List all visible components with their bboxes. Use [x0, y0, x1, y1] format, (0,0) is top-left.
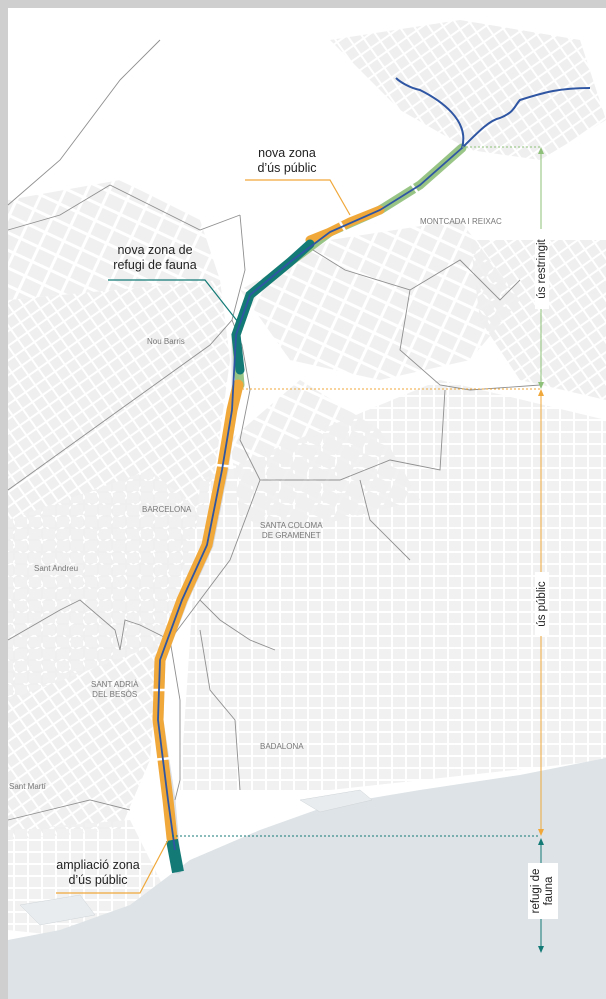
district-sant-marti: Sant Martí — [9, 782, 46, 791]
urban-fabric — [8, 20, 606, 940]
district-sant-adria: SANT ADRIÀ DEL BESÒS — [91, 680, 138, 700]
river-besos — [157, 147, 463, 851]
district-line-2: DE GRAMENET — [261, 531, 321, 540]
legend-line-2: fauna — [543, 876, 555, 906]
fauna-refuge-south — [166, 838, 184, 874]
callout-new-fauna-refuge: nova zona de refugi de fauna — [100, 243, 210, 273]
callout-line-1: nova zona de — [117, 243, 193, 257]
district-line-2: DEL BESÒS — [92, 690, 138, 699]
callout-line-2: refugi de fauna — [113, 258, 197, 272]
district-line-1: SANT ADRIÀ — [91, 680, 139, 689]
callout-line-1: nova zona — [258, 146, 316, 160]
callout-line-2: d’ús públic — [68, 873, 128, 887]
district-nou-barris: Nou Barris — [147, 337, 185, 346]
district-barcelona: BARCELONA — [142, 505, 192, 514]
callout-new-public-zone: nova zona d’ús públic — [244, 146, 330, 176]
callout-lines — [56, 179, 351, 894]
zone-dividers — [172, 146, 540, 837]
legend-public-use: ús públic — [535, 572, 549, 636]
municipal-boundaries — [7, 39, 541, 821]
district-santa-coloma: SANTA COLOMA DE GRAMENET — [260, 521, 323, 541]
callout-line-1: ampliació zona — [56, 858, 140, 872]
river-congost — [461, 87, 591, 149]
district-badalona: BADALONA — [260, 742, 304, 751]
legend-fauna-refuge: refugi de fauna — [528, 863, 558, 919]
river-ripoll — [395, 77, 465, 149]
district-line-1: SANTA COLOMA — [260, 521, 323, 530]
sea — [8, 758, 606, 999]
district-montcada: MONTCADA I REIXAC — [420, 217, 502, 226]
callout-public-zone-extension: ampliació zona d’ús públic — [50, 858, 146, 888]
harbor — [19, 789, 373, 926]
legend-line-1: refugi de — [530, 868, 542, 914]
legend-restricted-use: ús restringit — [535, 229, 549, 309]
district-sant-andreu: Sant Andreu — [34, 564, 79, 573]
callout-line-2: d’ús públic — [257, 161, 317, 175]
